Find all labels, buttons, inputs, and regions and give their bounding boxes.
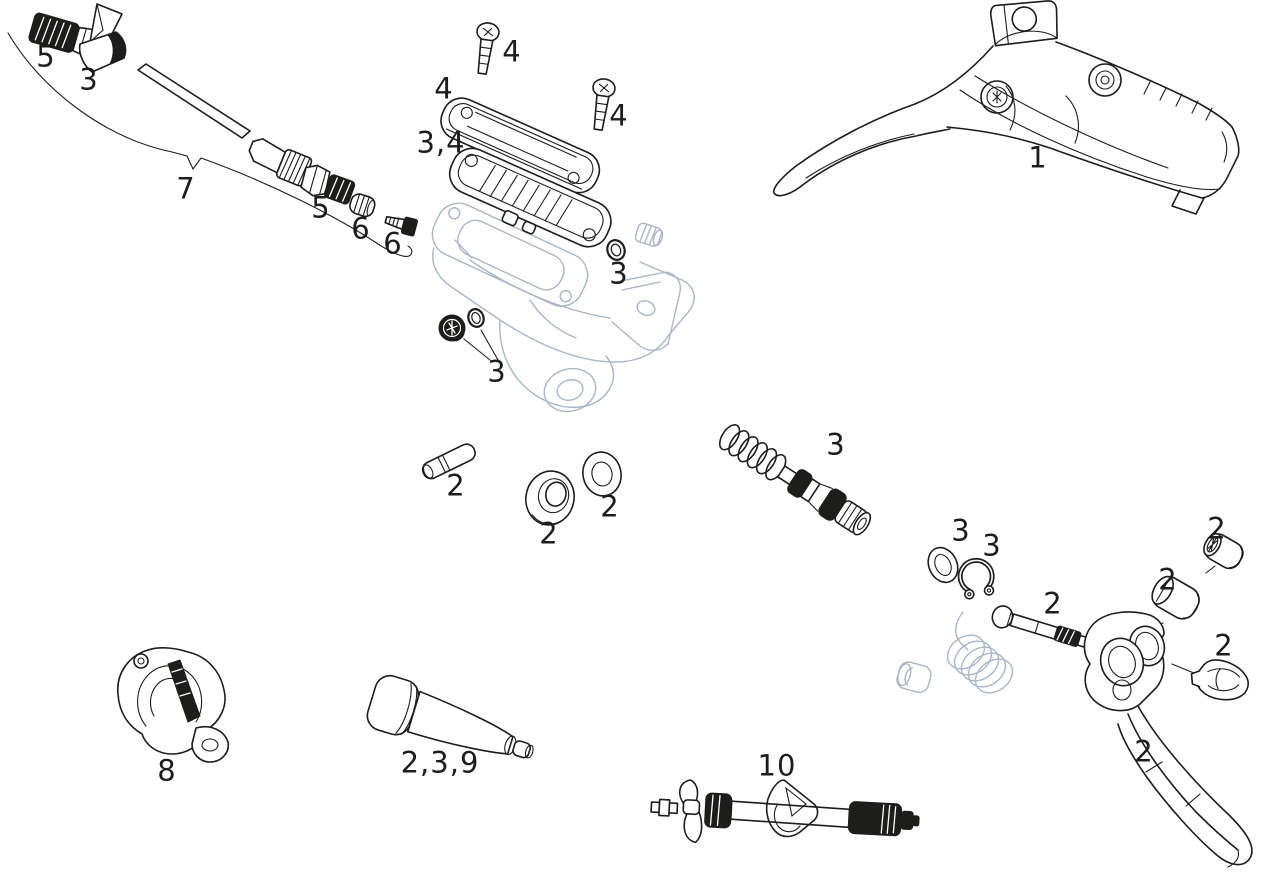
callout-4-reservoir-cover: 4 [434, 71, 454, 106]
callout-2-bushing-sleeve: 2 [1158, 562, 1178, 597]
callout-239-piston-barrel: 2,3,9 [400, 745, 480, 780]
callout-5-hose-nut: 5 [36, 39, 56, 74]
callout-1-lever-assembly: 1 [1028, 140, 1048, 175]
callout-3-hose-barb: 3 [79, 62, 99, 97]
callout-2-cam-insert: 2 [1214, 628, 1234, 663]
compression-olive-drawing [349, 193, 376, 218]
washer-drawing [582, 451, 622, 497]
bleed-screw-drawing [438, 308, 485, 342]
lever-blade-drawing [1083, 611, 1253, 868]
reservoir-plug-ghost [634, 222, 664, 247]
hose-drawing [137, 63, 251, 139]
hose-group-bracket [7, 32, 413, 257]
lever-assembly-drawing [773, 0, 1240, 215]
callout-2-lever-blade: 2 [1134, 734, 1154, 769]
callout-5-compression-nut: 5 [311, 190, 331, 225]
pivot-pin-drawing [421, 443, 476, 480]
callout-8-handlebar-clamp: 8 [157, 753, 177, 788]
callout-6-hose-insert: 6 [383, 226, 403, 261]
reservoir-cover-drawing [440, 97, 601, 194]
callout-3-snap-ring: 3 [982, 528, 1002, 563]
callout-2-pivot-pin: 2 [446, 468, 466, 503]
cam-spring-ghost [946, 611, 1014, 694]
callout-3-bleed-screw-set: 3 [487, 354, 507, 389]
callout-7-hose-assembly: 7 [176, 171, 196, 206]
callout-10-clamp-bolt-axle: 10 [757, 748, 797, 783]
callout-3-piston-washer: 3 [951, 513, 971, 548]
callout-4-cover-screw-right: 4 [609, 98, 629, 133]
axle-clip-drawing [765, 779, 819, 838]
callout-6-compression-olive: 6 [351, 211, 371, 246]
hose-insert-drawing [384, 216, 418, 237]
cover-screw-left-drawing [476, 22, 500, 75]
callout-2-washer: 2 [600, 489, 620, 524]
master-cylinder-body-ghost [431, 202, 695, 413]
flanged-bushing-drawing [525, 470, 575, 526]
callout-2-pivot-bolt: 2 [1043, 586, 1063, 621]
callout-2-flanged-bushing: 2 [539, 516, 559, 551]
callout-3-piston-spring: 3 [826, 427, 846, 462]
cam-insert-drawing [1190, 659, 1249, 701]
clamp-bolt-axle-drawing [650, 779, 920, 844]
piston-spring-drawing [718, 424, 872, 536]
callout-34-reservoir-bladder: 3,4 [416, 125, 466, 160]
snap-ring-drawing [957, 557, 995, 600]
piston-barrel-drawing [366, 674, 534, 759]
callout-3-o-ring-upper: 3 [609, 256, 629, 291]
compression-nut-drawing [300, 164, 356, 205]
o-ring-upper-drawing [606, 239, 626, 261]
barrel-nut-drawing [1203, 532, 1244, 570]
spring-bushing-ghost [896, 661, 932, 694]
callout-4-cover-screw-left: 4 [502, 34, 522, 69]
handlebar-clamp-drawing [117, 647, 230, 763]
bushing-sleeve-drawing [1151, 575, 1200, 620]
callout-2-barrel-nut: 2 [1207, 511, 1227, 546]
cover-screw-right-drawing [592, 78, 616, 131]
reservoir-bladder-drawing [448, 147, 612, 248]
hose-barb-drawing [78, 3, 127, 73]
piston-washer-drawing [927, 546, 959, 584]
